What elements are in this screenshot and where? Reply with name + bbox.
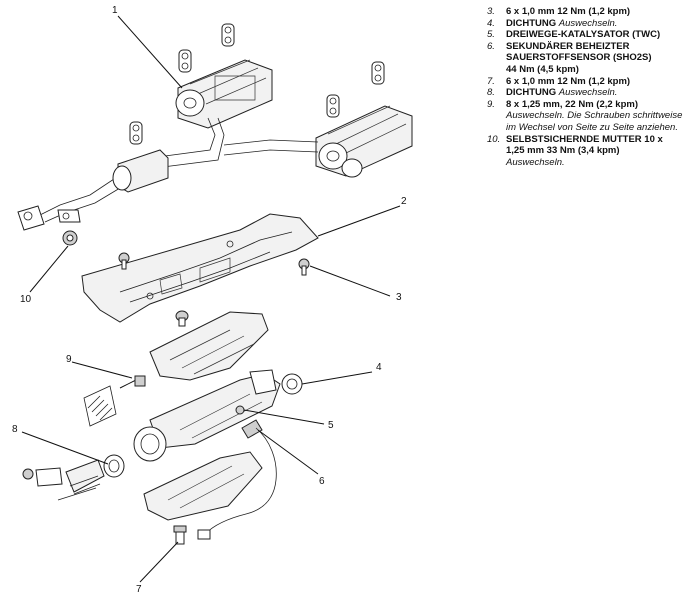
legend-item-3: 3. 6 x 1,0 mm 12 Nm (1,2 kpm) (487, 6, 683, 18)
legend-spec: DICHTUNG (506, 87, 557, 99)
legend-note: Auswechseln. Die Schrauben schrittweise … (506, 110, 683, 133)
legend-number: 4. (487, 17, 495, 29)
callout-9: 9 (66, 354, 72, 365)
legend-number: 6. (487, 40, 495, 52)
heat-shield (81, 213, 319, 323)
callout-7: 7 (136, 584, 142, 595)
callout-10: 10 (20, 294, 32, 305)
front-pipe-section (22, 454, 125, 501)
legend-number: 9. (487, 98, 495, 110)
callout-8: 8 (12, 424, 18, 435)
legend-item-5: 5. DREIWEGE-KATALYSATOR (TWC) (487, 29, 683, 41)
callout-5: 5 (328, 420, 334, 431)
catalytic-converter-lower-shield (143, 451, 263, 521)
legend-item-7: 7. 6 x 1,0 mm 12 Nm (1,2 kpm) (487, 76, 683, 88)
legend-note: Auswechseln. (558, 87, 618, 99)
callout-2: 2 (401, 196, 407, 207)
bolt-7 (173, 525, 187, 545)
exhaust-pipe-muffler-assembly (17, 59, 413, 246)
parts-legend: 3. 6 x 1,0 mm 12 Nm (1,2 kpm) 4. DICHTUN… (487, 6, 683, 168)
legend-number: 5. (487, 29, 495, 41)
spring-bolt (83, 375, 146, 427)
legend-spec: DICHTUNG (506, 17, 557, 29)
oxygen-sensor (197, 419, 277, 540)
legend-torque: 44 Nm (4,5 kpm) (506, 63, 579, 75)
legend-spec: 6 x 1,0 mm 12 Nm (1,2 kpm) (506, 75, 631, 87)
callout-1: 1 (112, 5, 118, 16)
legend-spec: 6 x 1,0 mm 12 Nm (1,2 kpm) (506, 6, 631, 17)
catalytic-converter-upper-shield (149, 310, 269, 381)
legend-item-6: 6. SEKUNDÄRER BEHEIZTER SAUERSTOFFSENSOR… (487, 41, 683, 76)
legend-number: 10. (487, 133, 501, 145)
gasket-4 (281, 373, 303, 395)
callout-3: 3 (396, 292, 402, 303)
legend-item-8: 8. DICHTUNG Auswechseln. (487, 87, 683, 99)
legend-number: 8. (487, 87, 495, 99)
legend-note: Auswechseln. (558, 17, 618, 29)
rubber-hanger-icon (221, 23, 235, 47)
legend-number: 3. (487, 6, 495, 17)
callout-6: 6 (319, 476, 325, 487)
legend-number: 7. (487, 75, 495, 87)
legend-item-9: 9. 8 x 1,25 mm, 22 Nm (2,2 kpm) Auswechs… (487, 99, 683, 134)
legend-item-10: 10. SELBSTSICHERNDE MUTTER 10 x 1,25 mm … (487, 134, 683, 169)
rubber-hanger-icon (178, 49, 192, 73)
legend-note: Auswechseln. (506, 156, 565, 168)
legend-spec: DREIWEGE-KATALYSATOR (TWC) (506, 29, 661, 41)
rubber-hanger-icon (129, 121, 143, 145)
three-way-catalytic-converter (133, 369, 281, 462)
callout-4: 4 (376, 362, 382, 373)
legend-item-4: 4. DICHTUNG Auswechseln. (487, 18, 683, 30)
legend-spec: SELBSTSICHERNDE MUTTER 10 x 1,25 mm 33 N… (506, 133, 663, 157)
rubber-hanger-icon (326, 94, 340, 118)
callout-leader-lines (21, 15, 401, 583)
rubber-hanger-icon (371, 61, 385, 85)
legend-spec: 8 x 1,25 mm, 22 Nm (2,2 kpm) (506, 98, 639, 110)
legend-spec: SEKUNDÄRER BEHEIZTER SAUERSTOFFSENSOR (S… (506, 40, 652, 64)
